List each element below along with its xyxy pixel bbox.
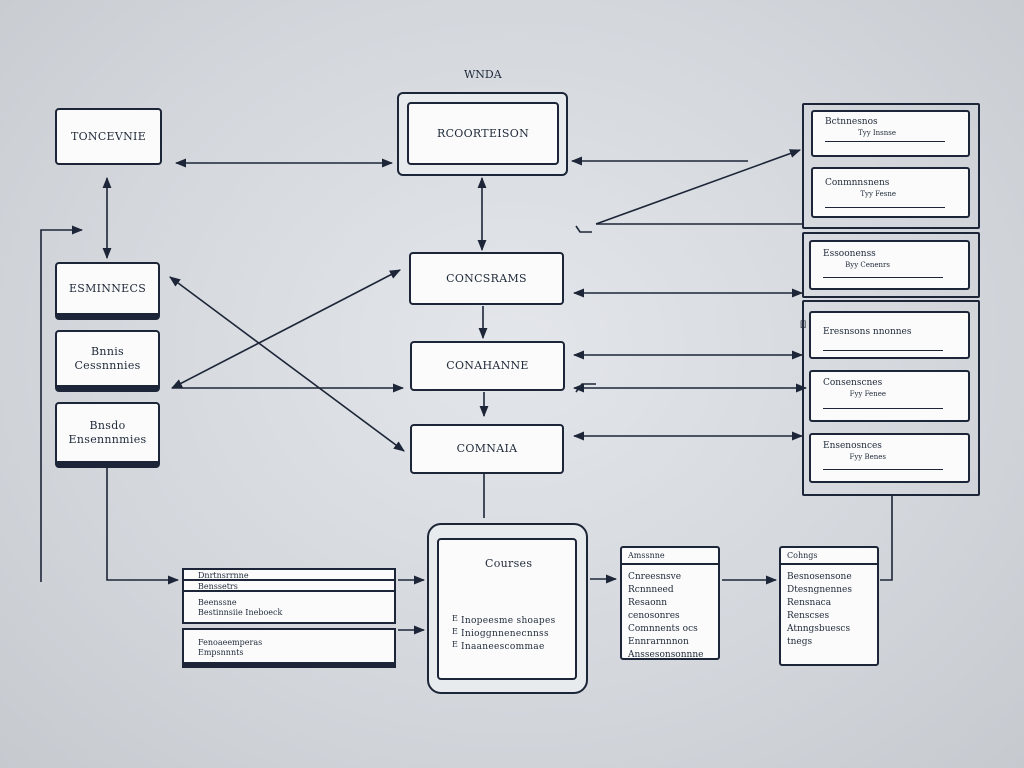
panel-a-line: Resaonn cenosonres bbox=[628, 598, 680, 621]
node-comnaia[interactable]: COMNAIA bbox=[410, 424, 564, 474]
courses-title: Courses bbox=[485, 557, 533, 570]
row-label: Beenssne bbox=[198, 598, 237, 607]
node-concsrams[interactable]: CONCSRAMS bbox=[409, 252, 564, 305]
panel-b-line: Rensnaca bbox=[787, 598, 832, 608]
card-subtitle: Tyy Insnse bbox=[858, 129, 896, 137]
cards-frame-top bbox=[802, 103, 980, 229]
item-icon: E bbox=[452, 627, 458, 636]
panel-a[interactable]: Amssnne Cnreesnsve Rcnnneed Resaonn ceno… bbox=[620, 546, 720, 660]
node-stack-a[interactable]: Bnnis Cessnnnies bbox=[55, 330, 160, 392]
card-rule bbox=[823, 277, 943, 278]
item-icon: E bbox=[452, 640, 458, 649]
row-label: Empsnnnts bbox=[198, 648, 244, 657]
card-title: Consenscnes bbox=[823, 378, 883, 388]
card-subtitle: Byy Cenenrs bbox=[845, 261, 890, 269]
small-square-icon: [] bbox=[800, 320, 807, 329]
panel-b-line: Dtesngnennes bbox=[787, 585, 852, 595]
node-esminnecs[interactable]: ESMINNECS bbox=[55, 262, 160, 320]
info-card[interactable]: Conmnnsnens Tyy Fesne bbox=[811, 167, 970, 218]
node-stack-b[interactable]: Bnsdo Ensennnmies bbox=[55, 402, 160, 468]
card-title: Eresnsons nnonnes bbox=[823, 327, 912, 337]
panel-a-line: Anssesonsonnne bbox=[628, 650, 704, 660]
panel-a-header: Amssnne bbox=[622, 548, 718, 565]
panel-a-line: Ennrarnnnon bbox=[628, 637, 689, 647]
panel-b[interactable]: Cohngs Besnosensone Dtesngnennes Rensnac… bbox=[779, 546, 879, 666]
info-card[interactable]: Consenscnes Fyy Fenee bbox=[809, 370, 970, 422]
panel-b-line: Besnosensone bbox=[787, 572, 852, 582]
card-subtitle: Tyy Fesne bbox=[860, 190, 896, 198]
panel-a-line: Rcnnneed bbox=[628, 585, 674, 595]
info-card[interactable]: Ensenosnces Fyy Benes bbox=[809, 433, 970, 483]
card-subtitle: Fyy Benes bbox=[849, 453, 886, 461]
card-title: Essoonenss bbox=[823, 249, 876, 259]
courses-item: Inioggnnenecnnss bbox=[461, 629, 549, 639]
node-rcoorteison[interactable]: RCOORTEISON bbox=[407, 102, 559, 165]
node-toncevnie[interactable]: TONCEVNIE bbox=[55, 108, 162, 165]
row-bar-large[interactable]: Beenssne Bestinnsiie Ineboeck bbox=[182, 590, 396, 624]
card-rule bbox=[823, 408, 943, 409]
courses-box[interactable]: Courses Inopeesme shoapes Inioggnnenecnn… bbox=[437, 538, 577, 680]
cards-frame-mid bbox=[802, 232, 980, 298]
row-bar-large[interactable]: Fenoaeemperas Empsnnnts bbox=[182, 628, 396, 668]
row-label: Fenoaeemperas bbox=[198, 638, 263, 647]
panel-b-line: tnegs bbox=[787, 637, 813, 647]
panel-b-line: Renscses bbox=[787, 611, 830, 621]
card-rule bbox=[823, 469, 943, 470]
info-card[interactable]: Bctnnesnos Tyy Insnse bbox=[811, 110, 970, 157]
panel-a-line: Cnreesnsve bbox=[628, 572, 682, 582]
info-card[interactable]: Eresnsons nnonnes bbox=[809, 311, 970, 359]
card-rule bbox=[823, 350, 943, 351]
row-label: Bestinnsiie Ineboeck bbox=[198, 608, 283, 617]
cards-frame-bottom bbox=[802, 300, 980, 496]
courses-item: Inaaneescommae bbox=[461, 642, 545, 652]
card-rule bbox=[825, 141, 945, 142]
node-conahanne[interactable]: CONAHANNE bbox=[410, 341, 565, 391]
diagram-title: WNDA bbox=[464, 68, 502, 81]
card-title: Ensenosnces bbox=[823, 441, 882, 451]
card-title: Bctnnesnos bbox=[825, 117, 878, 127]
card-title: Conmnnsnens bbox=[825, 178, 890, 188]
info-card[interactable]: Essoonenss Byy Cenenrs bbox=[809, 240, 970, 290]
panel-b-line: Atnngsbuescs bbox=[787, 624, 851, 634]
panel-b-header: Cohngs bbox=[781, 548, 877, 565]
card-subtitle: Fyy Fenee bbox=[849, 390, 886, 398]
courses-item: Inopeesme shoapes bbox=[461, 616, 556, 626]
item-icon: E bbox=[452, 614, 458, 623]
panel-a-line: Comnnents ocs bbox=[628, 624, 698, 634]
card-rule bbox=[825, 207, 945, 208]
